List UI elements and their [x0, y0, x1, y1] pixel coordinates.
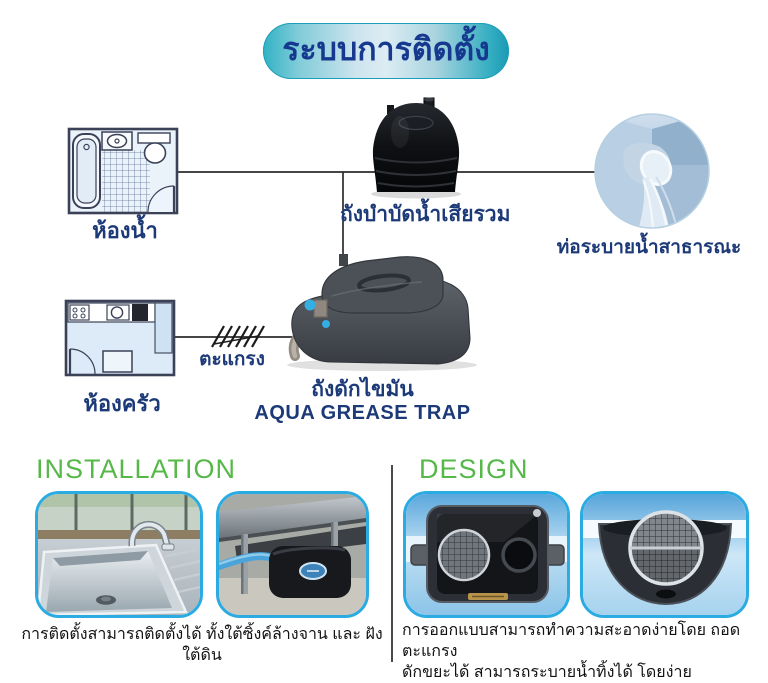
strainer-closeup-art — [583, 494, 746, 615]
grease-trap-label-thai: ถังดักไขมัน — [311, 378, 414, 401]
bathroom-label: ห้องน้ำ — [92, 218, 158, 243]
title-banner: ระบบการติดตั้ง — [263, 23, 509, 79]
strainer-hatch-icon — [211, 325, 265, 348]
installation-header: INSTALLATION — [36, 454, 237, 484]
sink-photo-art — [38, 494, 200, 615]
page-title: ระบบการติดตั้ง — [282, 31, 490, 67]
design-caption-line2: ดักขยะได้ สามารถระบายน้ำทิ้งได้ โดยง่าย — [402, 664, 692, 681]
design-caption-line1: การออกแบบสามารถทำความสะอาดง่ายโดย ถอดตะแ… — [402, 622, 741, 660]
sink-photo — [35, 491, 203, 618]
design-caption: การออกแบบสามารถทำความสะอาดง่ายโดย ถอดตะแ… — [402, 620, 758, 683]
section-divider — [391, 465, 393, 662]
public-drain-label: ท่อระบายน้ำสาธารณะ — [556, 237, 742, 258]
installation-system-diagram — [64, 97, 710, 377]
septic-tank-label: ถังบำบัดน้ำเสียรวม — [340, 203, 511, 226]
under-sink-installation-photo — [216, 491, 369, 618]
trap-top-view-art — [406, 494, 567, 615]
bathroom-floorplan-icon — [67, 127, 179, 215]
design-header: DESIGN — [419, 454, 529, 484]
grease-trap-label-english: AQUA GREASE TRAP — [254, 402, 471, 424]
strainer-label: ตะแกรง — [199, 349, 265, 370]
grease-trap-product-icon — [287, 254, 477, 371]
septic-tank-icon — [371, 97, 461, 199]
kitchen-label: ห้องครัว — [83, 391, 161, 416]
public-drain-pipe-photo — [594, 113, 710, 229]
trap-open-top-view-photo — [403, 491, 570, 618]
strainer-basket-closeup-photo — [580, 491, 749, 618]
under-sink-photo-art — [219, 494, 366, 615]
installation-caption: การติดตั้งสามารถติดตั้งได้ ทั้งใต้ซิ้งค์… — [21, 626, 383, 664]
kitchen-floorplan-icon — [64, 299, 176, 377]
